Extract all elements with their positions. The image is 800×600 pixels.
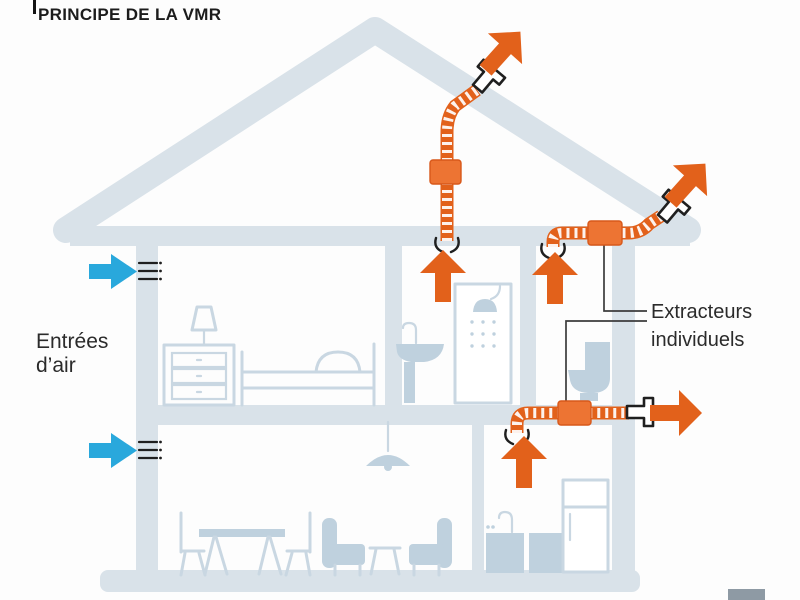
air-inlets-label-line1: Entrées xyxy=(36,330,109,353)
roof-vent-icon xyxy=(471,58,507,94)
dining-chair-icon xyxy=(179,511,207,577)
extractor-label-connector xyxy=(565,320,647,402)
bathroom-sink-icon xyxy=(396,344,444,362)
extraction-duct-kitchen xyxy=(510,400,629,433)
sink-pedestal xyxy=(404,362,415,403)
dining-chair-icon xyxy=(284,511,312,577)
shower-head-icon xyxy=(473,299,497,312)
pillow xyxy=(314,350,362,374)
kitchen-faucet-icon xyxy=(497,510,514,534)
wall-living-kitchen xyxy=(472,425,484,572)
left-exterior-wall xyxy=(136,234,158,590)
lamp-icon xyxy=(190,305,218,332)
faucet-handle-dot xyxy=(491,525,495,529)
wall-bedroom-bathroom xyxy=(385,246,402,406)
extractor-label-connector xyxy=(603,243,647,312)
roof-exhaust-arrow-icon xyxy=(479,31,523,76)
living-room-furniture xyxy=(179,420,452,577)
wc-furniture xyxy=(568,342,610,401)
attic-floor-slab xyxy=(70,226,690,246)
extractor-unit-icon xyxy=(557,400,592,426)
air-inlets-label-line2: d’air xyxy=(36,353,76,377)
fridge-icon xyxy=(561,478,610,574)
dresser-drawer xyxy=(170,367,228,385)
roof-exhaust-arrow-icon xyxy=(664,163,708,208)
title-tick xyxy=(33,0,36,14)
side-table-icon xyxy=(368,546,402,576)
kitchen-furniture xyxy=(486,478,610,574)
wall-vent-icon xyxy=(625,396,655,428)
toilet-tank xyxy=(585,342,610,370)
toilet-base xyxy=(580,393,598,401)
extraction-duct-wc xyxy=(546,210,665,247)
roof xyxy=(53,17,701,243)
faucet-handle-dot xyxy=(486,525,490,529)
extraction-arrow-up-icon xyxy=(420,250,466,302)
page-title: PRINCIPE DE LA VMR xyxy=(38,5,222,24)
extraction-duct-bathroom xyxy=(429,84,481,241)
kitchen-sink-cabinet xyxy=(486,533,524,573)
bedroom-furniture xyxy=(162,305,376,407)
sink-faucet-icon xyxy=(401,321,418,345)
dining-table-icon xyxy=(199,529,285,576)
wall-bathroom-wc xyxy=(520,246,536,406)
dresser-drawer xyxy=(170,383,228,401)
house-structure xyxy=(53,17,701,592)
bed-icon xyxy=(240,342,376,407)
wall-inlet-grille-icon xyxy=(137,440,162,460)
wall-exhaust-arrow-icon xyxy=(650,390,702,436)
extractor-unit-icon xyxy=(429,159,462,185)
extraction-arrow-up-icon xyxy=(501,436,547,488)
pendant-lamp-icon xyxy=(366,455,410,466)
dresser-drawer xyxy=(170,351,228,369)
pendant-bulb xyxy=(384,463,392,471)
watermark-block xyxy=(728,589,765,600)
extractors-label-line2: individuels xyxy=(651,329,745,351)
air-inlet-arrow-icon xyxy=(89,254,137,289)
air-inlets-label: Entrées d’air xyxy=(36,330,108,378)
toilet-icon xyxy=(568,370,610,393)
shower-pipe xyxy=(489,284,502,301)
armchair-icon xyxy=(322,518,365,577)
air-inlet-arrow-icon xyxy=(89,433,137,468)
extractors-label-line1: Extracteurs xyxy=(651,301,753,323)
bathroom-furniture xyxy=(396,282,513,405)
extractors-label: Extracteurs individuels xyxy=(651,298,752,354)
wall-inlet-grille-icon xyxy=(137,261,162,281)
extractor-unit-icon xyxy=(587,220,623,246)
extraction-arrow-up-icon xyxy=(532,252,578,304)
kitchen-cabinet xyxy=(529,533,563,573)
ceiling-intake-icon xyxy=(434,236,460,254)
armchair-icon xyxy=(409,518,452,577)
dresser-icon xyxy=(162,343,236,407)
shower-water-drops xyxy=(470,320,496,348)
ground-slab xyxy=(100,570,640,592)
